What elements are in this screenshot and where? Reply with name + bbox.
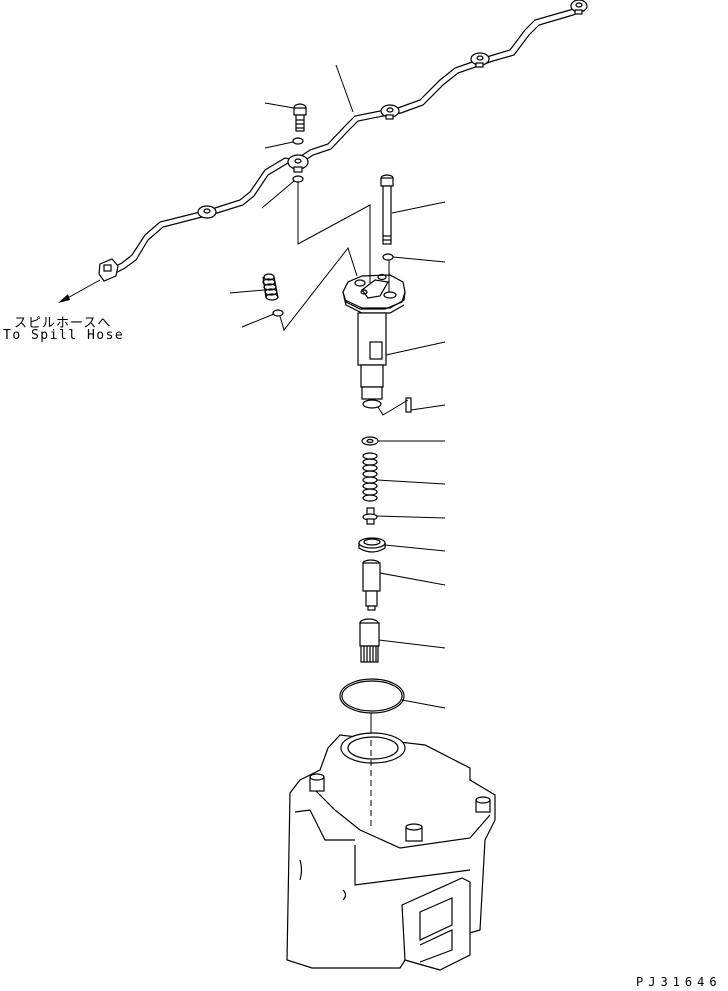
dowel-pin [405,397,412,413]
spill-tube [98,0,588,282]
spill-hose-label-jp: スピルホースへ [14,316,112,331]
drawing-id: PJ31646 [636,975,722,989]
injector-clamp-bolt [380,174,394,245]
assembly-line [377,399,409,416]
assembly-line [279,246,358,332]
spring [362,452,378,502]
nozzle [362,559,381,611]
spring-seat [362,507,378,525]
spill-hose-arrow [58,279,101,303]
shim [361,436,379,446]
stud-washer [272,309,284,317]
spill-hose-label-en: To Spill Hose [3,328,125,343]
injector-cover-stud [262,273,279,301]
seal-ring [358,537,386,553]
assembly-line [297,182,371,283]
clamp-bolt-washer [382,253,394,261]
retaining-nut [359,618,380,663]
washer-upper [292,137,304,145]
washer-lower [292,175,304,183]
cylinder-head [286,732,496,971]
o-ring [339,678,405,714]
leader-lines [229,64,446,709]
injector-body [342,273,406,409]
spill-bolt [293,103,307,132]
